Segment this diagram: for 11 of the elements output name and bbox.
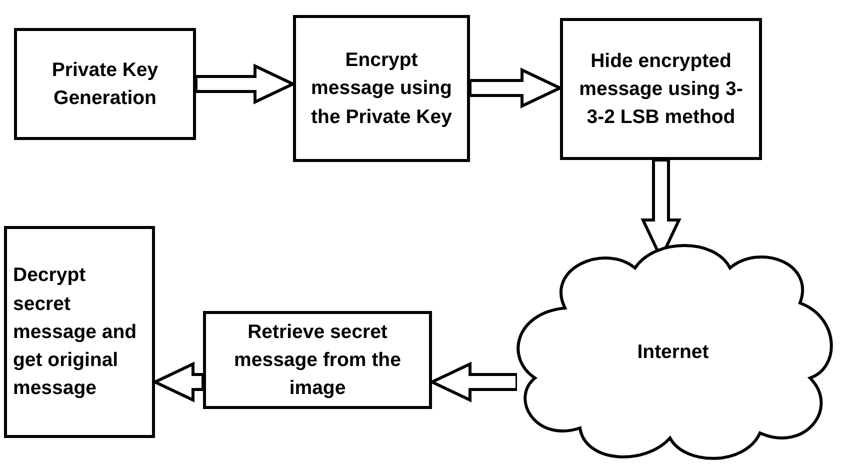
node-label: Encrypt message using the Private Key [310, 48, 453, 130]
node-label: Internet [637, 340, 709, 365]
process-box [293, 15, 470, 162]
process-box [4, 226, 155, 438]
process-box [203, 311, 432, 409]
process-box [560, 18, 762, 160]
node-label: Hide encrypted message using 3-3-2 LSB method [578, 48, 744, 130]
node-label: Retrieve secret message from the image [233, 320, 402, 402]
node-label: Decrypt secret message and get original message [13, 263, 138, 402]
node-label: Private Key Generation [50, 58, 160, 111]
process-box [14, 28, 196, 140]
